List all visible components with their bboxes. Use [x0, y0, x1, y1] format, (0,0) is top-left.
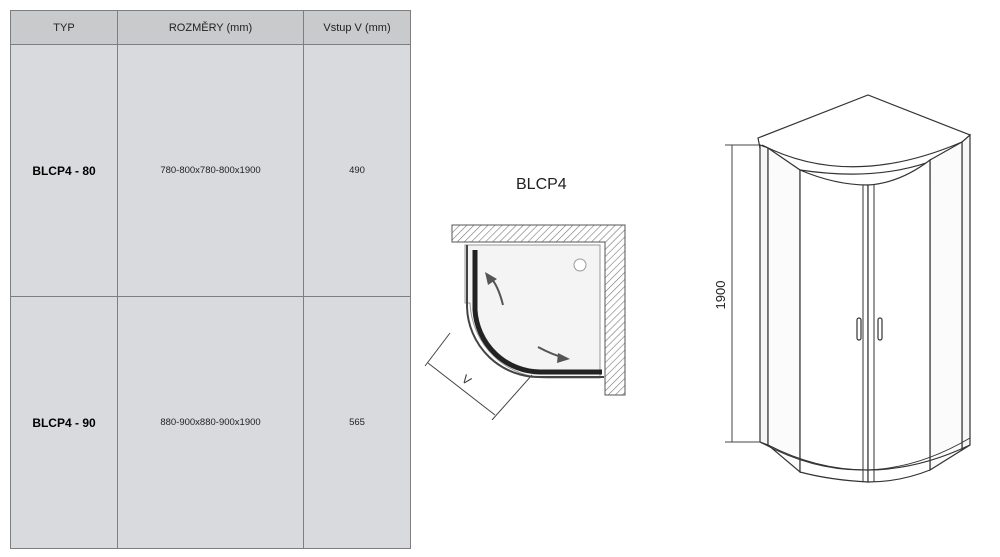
table-header-row: TYP ROZMĚRY (mm) Vstup V (mm) — [10, 10, 411, 45]
cell-typ: BLCP4 - 80 — [10, 44, 118, 297]
table-row: BLCP4 - 90 880-900x880-900x1900 565 — [10, 296, 411, 549]
dimension-line — [427, 362, 496, 416]
cell-rozmery: 780-800x780-800x1900 — [117, 44, 304, 297]
right-side-panel — [929, 140, 963, 472]
handle-icon — [856, 317, 862, 341]
cell-rozmery: 880-900x880-900x1900 — [117, 296, 304, 549]
elevation-drawing: 1900 — [713, 94, 971, 483]
cell-vstup: 490 — [303, 44, 411, 297]
wall-hatching — [451, 224, 626, 396]
sliding-doors — [472, 250, 602, 375]
drain-icon — [573, 258, 587, 272]
shower-tray — [464, 244, 601, 379]
arrowhead-icon — [557, 353, 570, 363]
dimensions-table: TYP ROZMĚRY (mm) Vstup V (mm) BLCP4 - 80… — [10, 10, 411, 549]
plan-title: BLCP4 — [516, 176, 567, 193]
header-vstup: Vstup V (mm) — [303, 10, 411, 45]
extension-line — [491, 374, 533, 420]
bottom-rail — [759, 437, 971, 471]
arrowhead-icon — [485, 272, 497, 285]
left-side-panel — [767, 146, 801, 474]
handle-icon — [877, 317, 883, 341]
dimension-v-label: V — [459, 372, 474, 388]
left-frame — [759, 144, 769, 446]
floor-plan-drawing: V — [424, 224, 626, 420]
right-frame — [961, 133, 971, 452]
cell-typ: BLCP4 - 90 — [10, 296, 118, 549]
table-row: BLCP4 - 80 780-800x780-800x1900 490 — [10, 44, 411, 297]
height-label: 1900 — [713, 281, 728, 310]
cell-vstup: 565 — [303, 296, 411, 549]
header-typ: TYP — [10, 10, 118, 45]
right-door — [867, 158, 931, 483]
header-rozmery: ROZMĚRY (mm) — [117, 10, 304, 45]
top-rail — [761, 141, 963, 168]
extension-line — [424, 332, 451, 367]
